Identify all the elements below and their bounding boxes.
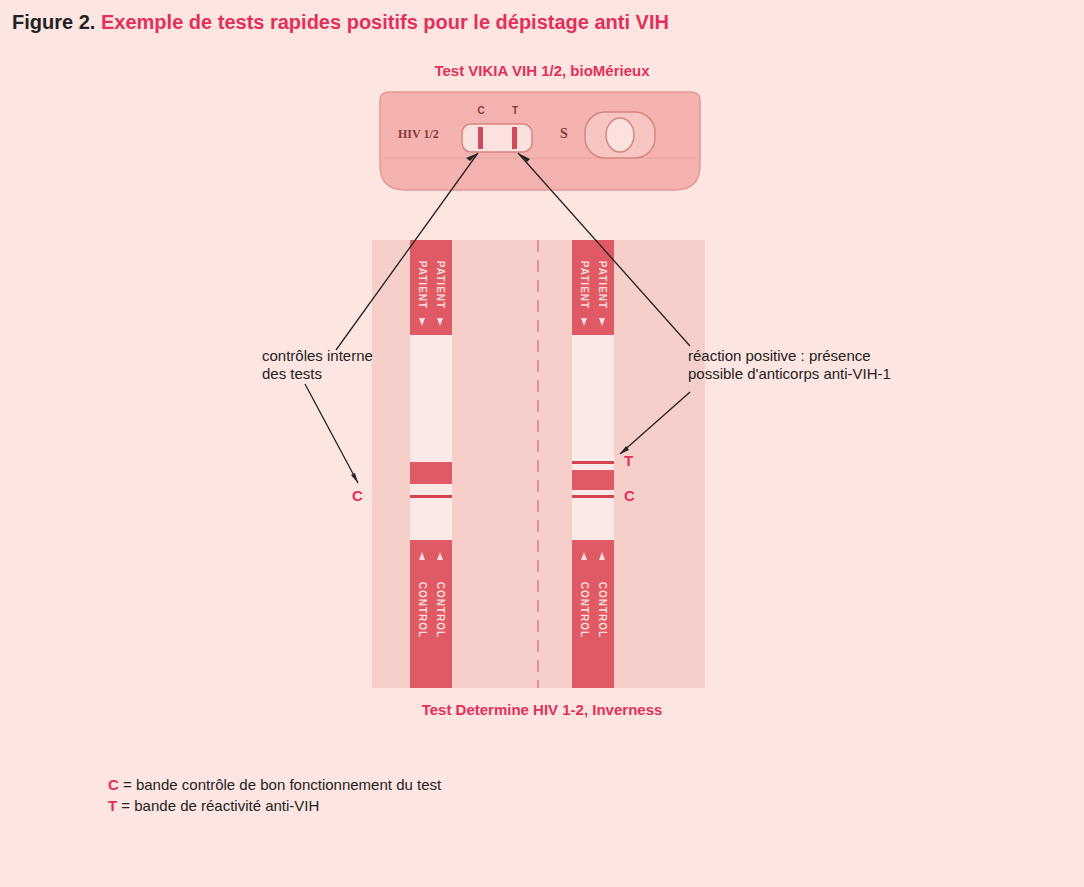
device-marking: S <box>560 126 568 143</box>
band-letter: T <box>624 452 633 470</box>
strip-marking: PATIENT <box>416 261 428 309</box>
strip-marking: CONTROL <box>596 582 608 638</box>
device-marking: T <box>512 105 518 117</box>
leader-lines <box>305 153 690 483</box>
legend-line: T = bande de réactivité anti-VIH <box>108 797 319 815</box>
figure-number: Figure 2. <box>12 10 95 34</box>
figure-title: Exemple de tests rapides positifs pour l… <box>101 10 669 34</box>
strip-arrows <box>419 318 605 560</box>
callout-text: contrôles interne des tests <box>262 347 387 383</box>
device-marking: HIV 1/2 <box>398 127 439 141</box>
strip-caption: Test Determine HIV 1-2, Inverness <box>422 701 663 719</box>
strip-marking: PATIENT <box>578 261 590 309</box>
strip-marking: CONTROL <box>434 582 446 638</box>
strip-marking: PATIENT <box>596 261 608 309</box>
vikia-cassette <box>380 92 700 190</box>
strip-marking: PATIENT <box>434 261 446 309</box>
device-marking: C <box>477 105 484 117</box>
legend-line: C = bande contrôle de bon fonctionnement… <box>108 776 441 794</box>
band-letter: C <box>352 487 363 505</box>
band-letter: C <box>624 487 635 505</box>
arrow-heads <box>351 153 629 483</box>
device-caption: Test VIKIA VIH 1/2, bioMérieux <box>434 62 649 80</box>
callout-text: réaction positive : présence possible d'… <box>688 347 928 383</box>
strip-marking: CONTROL <box>416 582 428 638</box>
strip-marking: CONTROL <box>578 582 590 638</box>
